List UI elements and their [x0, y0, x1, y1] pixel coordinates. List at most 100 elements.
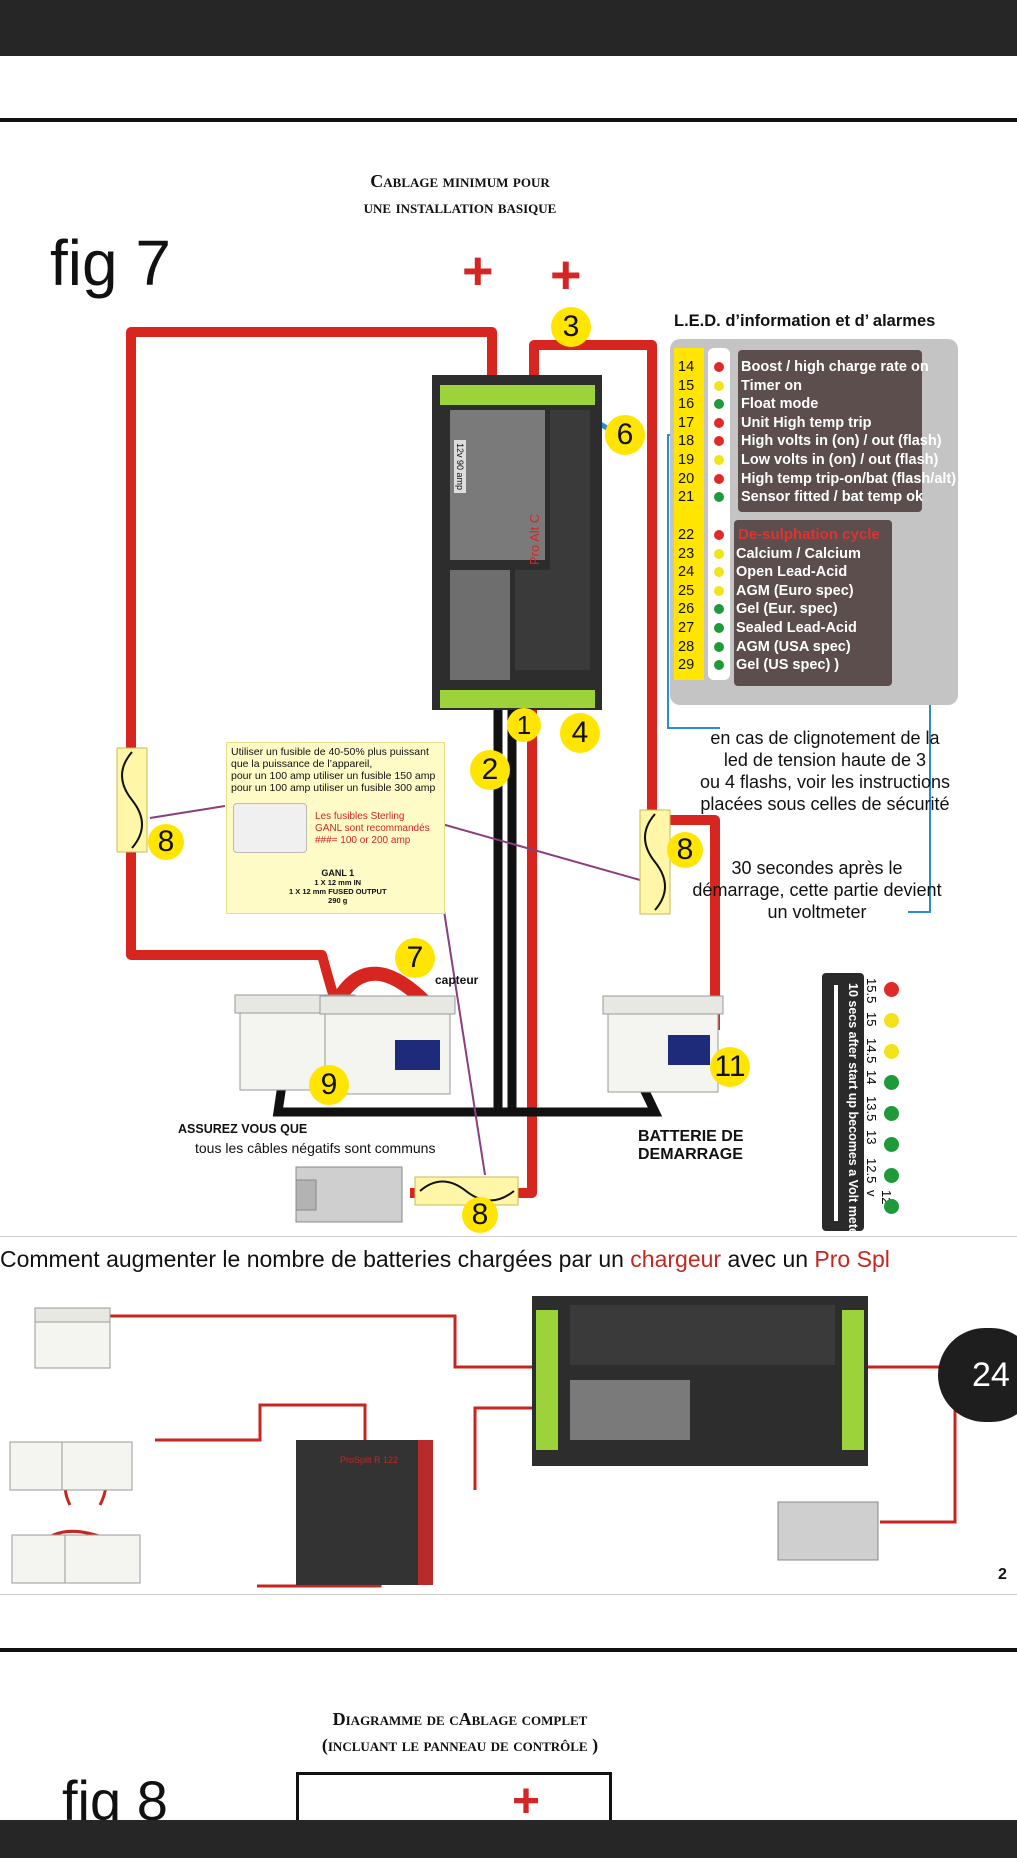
ganl-title: GANL 1	[321, 868, 355, 878]
led-num-24: 24	[678, 564, 695, 581]
fuse-info-box: Utiliser un fusible de 40-50% plus puiss…	[226, 742, 445, 914]
led-text-28: AGM (USA spec)	[736, 638, 851, 655]
volt-value-14: 14	[864, 1070, 879, 1085]
led-dot-23	[714, 548, 724, 559]
volt-dot-3	[884, 1044, 899, 1059]
led-desc-box	[738, 350, 922, 512]
batterie-label: BATTERIE DE DEMARRAGE	[638, 1128, 743, 1164]
flash-note-line1: en cas de clignotement de la	[710, 728, 940, 748]
led-text-20: High temp trip-on/bat (flash/alt)	[741, 470, 957, 487]
s2-cable-1	[90, 1314, 540, 1369]
plus-sign-1: +	[462, 241, 494, 301]
callout-3: 3	[551, 307, 591, 347]
led-text-25: AGM (Euro spec)	[736, 582, 854, 599]
led-dot-strip	[708, 348, 730, 680]
prosplit-title: ProSplit R 122	[340, 1455, 399, 1465]
volt-dot-5	[884, 1106, 899, 1121]
fuse-red-2: GANL sont recommandés	[315, 823, 430, 834]
callout-8-right: 8	[667, 832, 703, 868]
led-num-25: 25	[678, 582, 695, 599]
led-num-16: 16	[678, 396, 695, 413]
section-title-line2: une installation basique	[363, 197, 557, 217]
bottom-toolbar	[0, 1820, 1017, 1858]
divider-top	[0, 118, 1017, 122]
callout-9: 9	[309, 1065, 349, 1105]
callout-7: 7	[395, 938, 435, 978]
figure-label: fig 7	[50, 227, 171, 299]
callout-8-left: 8	[148, 824, 184, 860]
battery-start	[602, 995, 724, 1093]
volt-scale-caption: 10 secs after start up becomes a Volt me…	[846, 983, 860, 1235]
led-bracket-2	[908, 705, 931, 913]
s2-cable-3	[155, 1403, 367, 1448]
fuse-text-4: pour un 100 amp utiliser un fusible 300 …	[231, 782, 436, 794]
s2-alternator	[777, 1501, 879, 1561]
led-text-16: Float mode	[741, 396, 819, 413]
volt-dot-7	[884, 1168, 899, 1183]
section2-heading-prosplit: Pro Spl	[814, 1246, 890, 1272]
page-number-badge: 24	[938, 1328, 1017, 1422]
ganl-spec: GANL 1 1 X 12 mm IN 1 X 12 mm FUSED OUTP…	[289, 868, 387, 906]
led-text-15: Timer on	[741, 377, 802, 394]
fuse-text-3: pour un 100 amp utiliser un fusible 150 …	[231, 770, 436, 782]
capteur-label: capteur	[435, 973, 479, 987]
led-dot-21	[714, 492, 724, 503]
fuse-red-1: Les fusibles Sterling	[315, 811, 405, 822]
section-title: Cablage minimum pour une installation ba…	[260, 168, 660, 220]
section2-heading-text: Comment augmenter le nombre de batteries…	[0, 1246, 624, 1272]
pointer-fuse-bottom	[439, 884, 486, 1176]
s2-charger	[532, 1296, 868, 1466]
led-num-17: 17	[678, 414, 695, 431]
cycle-header: De-sulphation cycle	[738, 526, 880, 543]
volt-scale-arrow	[834, 985, 838, 1221]
volt-value-13: 13	[864, 1130, 879, 1145]
pointer-fuse-right	[409, 814, 641, 881]
led-dot-15	[714, 380, 724, 391]
fuse-red-3: ###= 100 or 200 amp	[315, 835, 411, 846]
led-num-18: 18	[678, 433, 695, 450]
led-dot-26	[714, 604, 724, 615]
divider-section3	[0, 1594, 1017, 1595]
led-text-21: Sensor fitted / bat temp ok	[741, 489, 924, 506]
flash-note-line2: led de tension haute de 3	[723, 750, 927, 770]
led-dot-20	[714, 473, 724, 484]
section3-title: Diagramme de cAblage complet (incluant l…	[260, 1706, 660, 1758]
figure-8-plus: +	[512, 1775, 541, 1828]
divider-section2	[0, 1236, 1017, 1237]
assurez-title: ASSUREZ VOUS QUE	[178, 1122, 308, 1136]
charger-device	[432, 375, 602, 710]
volt-dot-4	[884, 1075, 899, 1090]
batterie-label-2: DEMARRAGE	[638, 1146, 743, 1163]
section3-title-line1: Diagramme de cAblage complet	[332, 1709, 588, 1729]
fuse-red-text: Les fusibles Sterling GANL sont recomman…	[315, 811, 430, 847]
led-dot-16	[714, 399, 724, 410]
section-title-line1: Cablage minimum pour	[370, 171, 550, 191]
led-num-23: 23	[678, 545, 695, 562]
led-num-28: 28	[678, 638, 695, 655]
fuse-holder-image	[233, 803, 307, 853]
volt-value-13-5: 13.5	[864, 1096, 879, 1122]
led-cycle-box	[734, 520, 892, 686]
led-dot-22	[714, 530, 724, 540]
led-text-17: Unit High temp trip	[741, 414, 872, 431]
callout-8-bottom: 8	[462, 1197, 498, 1233]
led-dot-24	[714, 567, 724, 578]
volt-value-12-5: 12.5	[864, 1158, 879, 1184]
fuse-text-2: que la puissance de l’appareil,	[231, 758, 373, 770]
assurez-text: tous les câbles négatifs sont communs	[195, 1140, 436, 1156]
led-dot-29	[714, 660, 724, 671]
flash-note-line3: ou 4 flashs, voir les instructions	[699, 772, 951, 792]
voltmeter-note-line2: démarrage, cette partie devient	[692, 880, 942, 900]
fuse-text-1: Utiliser un fusible de 40-50% plus puiss…	[231, 746, 429, 758]
callout-11: 11	[710, 1047, 750, 1087]
volt-value-14-5: 14.5	[864, 1038, 879, 1064]
led-dot-27	[714, 623, 724, 633]
led-panel-title: L.E.D. d’information et d’ alarmes	[674, 312, 936, 330]
s2-cable-5	[868, 1365, 957, 1524]
volt-dot-6	[884, 1137, 899, 1152]
led-dot-14	[714, 362, 724, 372]
callout-1: 1	[507, 708, 541, 742]
voltmeter-note: 30 secondes après le démarrage, cette pa…	[672, 857, 962, 923]
batterie-label-1: BATTERIE DE	[638, 1128, 744, 1145]
led-text-24: Open Lead-Acid	[736, 564, 848, 581]
